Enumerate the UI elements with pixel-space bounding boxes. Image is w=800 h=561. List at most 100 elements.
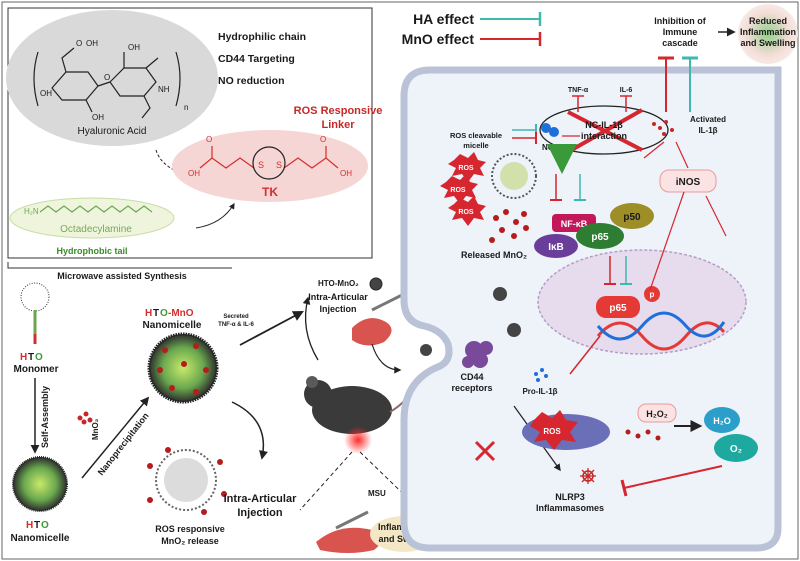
hto2-t-letter: T (34, 520, 40, 531)
no-inhibit-bars (512, 124, 537, 144)
mno-effect-inhibit-symbol (480, 32, 542, 46)
dashed-line-left (299, 451, 353, 511)
hto-nanomicelle-label: Nanomicelle (11, 533, 70, 544)
hto2-o-letter: O (41, 520, 49, 531)
tk-o-right: O (320, 135, 326, 144)
p65-nuclear-box (596, 296, 640, 318)
p50-ellipse (610, 203, 654, 229)
tk-label: TK (262, 185, 278, 199)
o2-inhibit-nlrp3 (620, 465, 723, 497)
microwave-label: Microwave assisted Synthesis (57, 271, 187, 281)
nc-il1b-interaction-ellipse (539, 105, 669, 155)
to-release-arrow (231, 401, 268, 460)
h2o-label: H₂O (713, 416, 731, 426)
ha-oh-top-right-label: OH (128, 43, 140, 52)
injection-label-2: Injection (237, 507, 283, 519)
ros-cleavable-label-1: ROS cleavable (450, 131, 502, 140)
p50-label: p50 (623, 212, 641, 223)
mno2-label: MnO₂ (91, 418, 100, 440)
ha-effect-inhibit-symbol (480, 12, 542, 26)
hyaluronic-acid-label: Hyaluronic Acid (78, 126, 147, 137)
released-mno2-label: Released MnO₂ (461, 250, 527, 260)
nc-il1b-label-1: NC-IL-1β (585, 120, 623, 130)
mno-effect-label: MnO effect (402, 31, 475, 47)
syringe-1 (371, 292, 405, 312)
tnf-alpha-label: TNF-α (568, 87, 589, 94)
nucleus-to-inos-line (649, 191, 685, 291)
h2o2-label: H₂O₂ (646, 409, 668, 419)
p65-nuclear-label: p65 (609, 303, 627, 314)
no-reduction-label: NO reduction (218, 75, 285, 87)
hydrophobic-tail-label: Hydrophobic tail (56, 246, 127, 256)
tk-oh-left: OH (188, 169, 200, 178)
ros-star-3-label: ROS (458, 209, 474, 216)
synthesis-panel (7, 7, 373, 259)
tk-structure (199, 146, 339, 169)
mouse-to-injection-arrow (302, 296, 319, 361)
hto-t-letter: T (28, 352, 34, 363)
octadecylamine-to-tk-arrow (195, 202, 235, 229)
ros-mito-label: ROS (543, 427, 561, 436)
o2-label: O₂ (730, 444, 742, 455)
ros-release-micelle (155, 449, 217, 511)
no-molecule (541, 123, 559, 137)
nanoprecipitation-arrow (81, 396, 150, 479)
nlrp3-core (582, 470, 594, 482)
injection-label-1: Injection (319, 304, 356, 314)
ros-linker-title-2: Linker (321, 119, 355, 131)
ha-n-label: n (184, 103, 188, 112)
reduced-label-3: and Swelling (740, 38, 795, 48)
tk-oh-right: OH (340, 169, 352, 178)
intra-articular-label-2: Intra-Articular (224, 493, 297, 505)
ikb-ellipse (534, 234, 578, 258)
htomno-rest: -MnO (168, 308, 194, 319)
hyaluronic-acid-bubble (6, 10, 218, 146)
h2n-label: H₂N (24, 207, 39, 216)
nfkb-label: NF-κB (561, 219, 588, 229)
released-mno2-dots (489, 209, 529, 243)
tk-o-left: O (206, 135, 212, 144)
ros-star-1-label: ROS (458, 165, 474, 172)
hydrophilic-chain-label: Hydrophilic chain (218, 31, 306, 43)
ros-cleavable-label-2: micelle (463, 141, 488, 150)
hto-monomer (20, 282, 50, 344)
inos-to-il1b-line (643, 141, 665, 159)
syringe-2 (335, 510, 369, 530)
pro-il1b-label: Pro-IL-1β (522, 387, 557, 396)
hto-h-letter: H (20, 352, 27, 363)
nc-il1b-label-2: interaction (581, 131, 627, 141)
ha-o-label: O (76, 39, 82, 48)
h2o2-box (637, 403, 677, 423)
ros-cleavable-micelle (491, 153, 537, 199)
hto-nanomicelle (12, 456, 68, 512)
inos-box (659, 169, 717, 193)
inhibition-label-3: cascade (662, 38, 698, 48)
hto-mno-nanomicelle-label: Nanomicelle (143, 320, 202, 331)
secreted-label-2: TNF-α & IL-6 (218, 322, 254, 328)
p65-ellipse-cyto (576, 223, 624, 249)
intra-articular-label-1: Intra-Articular (308, 292, 368, 302)
to-injection-arrow (239, 310, 304, 346)
reduced-label-2: Inflammation (740, 27, 796, 37)
cd44-targeting-label: CD44 Targeting (218, 53, 295, 65)
cd44-receptor-cluster (462, 341, 493, 368)
p65-cyto-label: p65 (591, 232, 609, 243)
inflammasomes-label: Inflammasomes (536, 503, 604, 513)
ros-linker-title-1: ROS Responsive (294, 105, 383, 117)
ros-star-2-label: ROS (450, 187, 466, 194)
injection-site-glow (344, 426, 372, 454)
hto-mno2-mini-micelle (369, 277, 383, 291)
ros-cleavable-micelle-core (500, 162, 528, 190)
joint-tissue-2 (316, 527, 381, 553)
cd44-label-1: CD44 (460, 372, 483, 382)
hto-o-letter: O (35, 352, 43, 363)
msu-label: MSU (368, 489, 386, 498)
monomer-label: Monomer (14, 364, 59, 375)
inos-to-il1b-arrow (675, 141, 689, 169)
reduced-inflammation-bubble (738, 4, 798, 64)
inhibition-label-2: Immune (663, 27, 698, 37)
htomno-o-letter: O (160, 308, 168, 319)
htomno-h-letter: H (145, 308, 152, 319)
reduced-label-1: Reduced (749, 16, 787, 26)
